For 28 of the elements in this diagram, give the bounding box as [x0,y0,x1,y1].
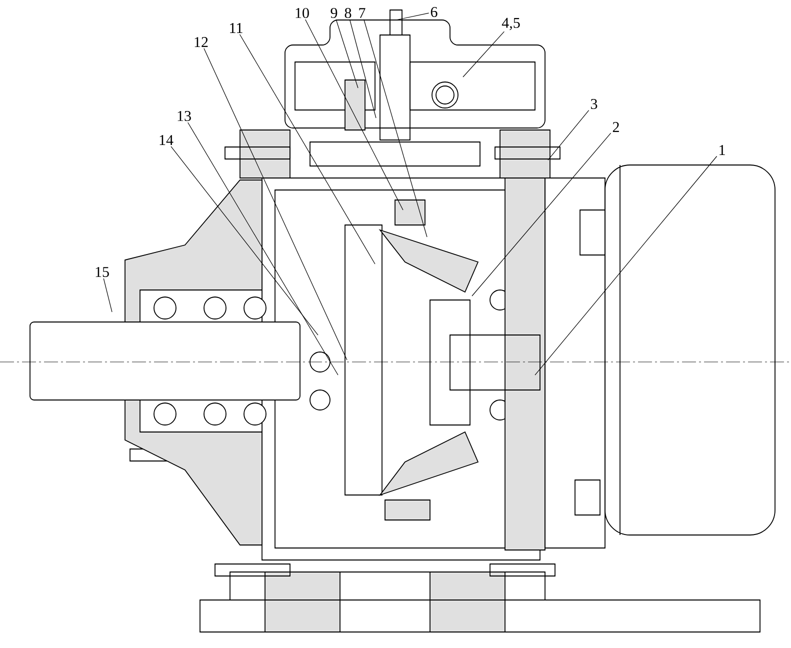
callout-number: 11 [230,23,242,33]
callout-number: 6 [430,6,438,18]
leader-line [204,48,348,360]
callout-number: 14 [160,135,174,145]
callout-number: 3 [590,98,598,110]
leader-line [472,132,612,296]
leader-line [170,146,318,336]
leader-line [548,110,590,160]
callout-number: 2 [612,122,619,132]
callout-number: 7 [359,8,366,18]
callout-number: 12 [194,37,208,47]
callout-number: 9 [330,8,338,18]
callout-number: 10 [296,8,309,18]
leader-line [396,12,430,20]
leader-line [188,122,338,376]
leader-line [239,34,376,264]
callout-number: 8 [344,8,352,18]
leader-line [305,19,404,210]
callout-number: 13 [178,110,191,122]
leader-line [103,278,112,312]
callout-number: 4,5 [502,18,520,30]
leader-line [462,31,504,78]
leader-line [336,19,358,88]
callout-number: 15 [96,266,109,278]
leader-line [349,19,376,118]
leader-line [534,156,718,376]
callout-number: 1 [720,145,725,155]
leader-line [364,19,428,238]
